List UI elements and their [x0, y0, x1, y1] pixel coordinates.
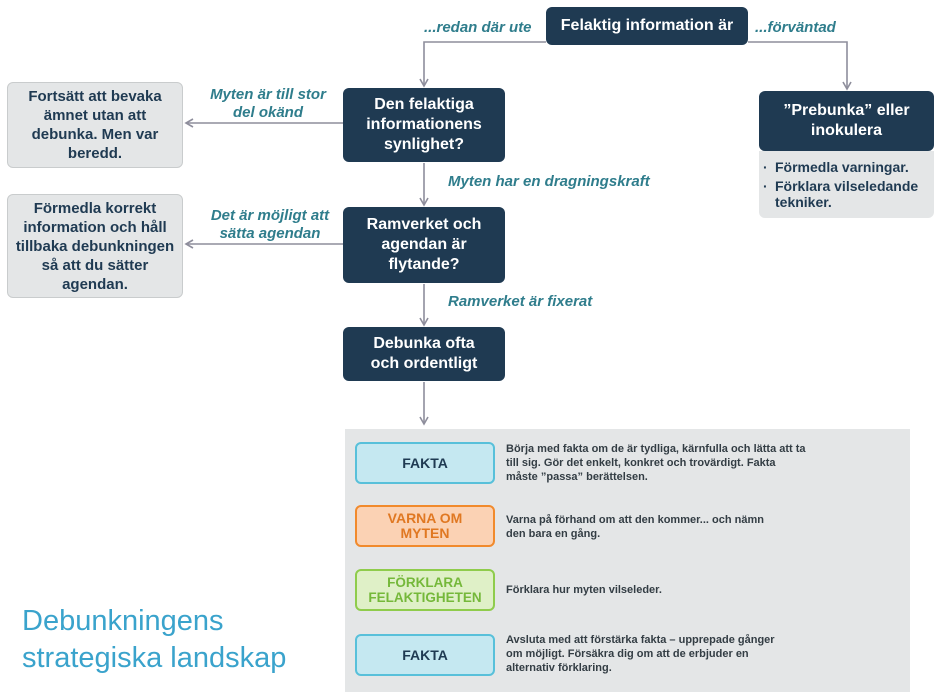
edge-label-expected: ...förväntad — [755, 19, 836, 36]
node-framework: Ramverket och agendan är flytande? — [343, 207, 505, 283]
debunk-steps-panel: FAKTA Börja med fakta om de är tydliga, … — [345, 429, 910, 692]
edge-start-to-prebunk — [748, 41, 852, 91]
step-description: Börja med fakta om de är tydliga, kärnfu… — [506, 443, 806, 483]
edge-label-already-there: ...redan där ute — [424, 19, 532, 36]
step-description: Förklara hur myten vilseleder. — [506, 584, 662, 596]
step-description: Varna på förhand om att den kommer... oc… — [506, 514, 764, 540]
edge-label-myth-unknown: Myten är till stor del okänd — [210, 86, 326, 121]
step-tag-varna-om-myten: VARNA OM MYTEN — [355, 505, 495, 547]
advice-hold-back: Förmedla korrekt information och håll ti… — [7, 194, 183, 298]
node-start: Felaktig information är — [546, 7, 748, 45]
prebunk-points: ·Förmedla varningar. ·Förklara vilseleda… — [759, 151, 934, 218]
step-tag-forklara-felaktigheten: FÖRKLARA FELAKTIGHETEN — [355, 569, 495, 611]
step-tag-fakta: FAKTA — [355, 442, 495, 484]
edge-start-to-visibility — [419, 41, 546, 88]
node-prebunk: ”Prebunka” eller inokulera — [759, 91, 934, 151]
edge-label-framework-fixed: Ramverket är fixerat — [448, 293, 593, 310]
prebunk-point: ·Förmedla varningar. — [763, 159, 909, 175]
page-title: Debunkningens strategiska landskap — [22, 605, 287, 674]
edge-label-myth-traction: Myten har en dragningskraft — [448, 173, 650, 190]
prebunk-point: ·Förklara vilseledande tekniker. — [763, 178, 919, 210]
advice-keep-monitoring: Fortsätt att bevaka ämnet utan att debun… — [7, 82, 183, 168]
step-description: Avsluta med att förstärka fakta – upprep… — [506, 634, 775, 674]
node-visibility: Den felaktiga informationens synlighet? — [343, 88, 505, 162]
node-debunk: Debunka ofta och ordentligt — [343, 327, 505, 381]
edge-label-agenda-possible: Det är möjligt att sätta agendan — [210, 207, 330, 242]
step-tag-fakta-final: FAKTA — [355, 634, 495, 676]
